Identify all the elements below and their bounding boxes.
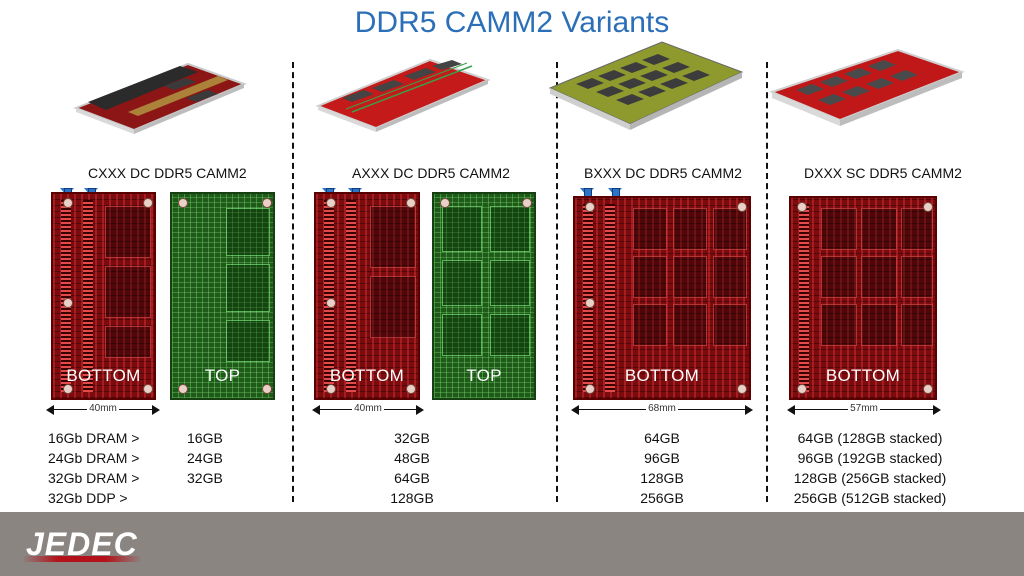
dimension-text: 68mm [646, 403, 678, 414]
top-side-label: TOP [204, 366, 241, 385]
variant-label-cxxx: CXXX DC DDR5 CAMM2 [88, 165, 247, 181]
axxx-capacity-list: 32GB 48GB 64GB 128GB [372, 428, 452, 508]
bxxx-capacity-list: 64GB 96GB 128GB 256GB [622, 428, 702, 508]
divider-2 [556, 62, 558, 502]
capacity-value: 64GB [394, 470, 430, 486]
dimension-cxxx: 40mm [46, 403, 160, 415]
capacity-value: 256GB (512GB stacked) [793, 490, 947, 506]
divider-3 [766, 62, 768, 502]
capacity-value: 96GB (192GB stacked) [797, 450, 943, 466]
top-side-label: TOP [466, 366, 502, 385]
variant-label-bxxx: BXXX DC DDR5 CAMM2 [584, 165, 742, 181]
capacity-value: 32GB [394, 430, 430, 446]
pcb-axxx-top: TOP [432, 192, 536, 400]
bottom-side-label: BOTTOM [66, 366, 141, 385]
capacity-value: 64GB (128GB stacked) [797, 430, 943, 446]
bottom-side-label: BOTTOM [329, 366, 405, 385]
dimension-text: 40mm [87, 403, 119, 414]
capacity-value: 128GB [640, 470, 684, 486]
cxxx-capacity-list: 16GB 24GB 32GB [187, 428, 223, 488]
pcb-dxxx-bottom: BOTTOM [789, 196, 937, 400]
capacity-value: 32GB [187, 470, 223, 486]
hero-module-axxx [315, 58, 491, 132]
bottom-side-label: BOTTOM [825, 366, 901, 385]
dram-type: 24Gb DRAM > [48, 450, 140, 466]
capacity-value: 128GB (256GB stacked) [793, 470, 947, 486]
dram-type: 16Gb DRAM > [48, 430, 140, 446]
bottom-side-label: BOTTOM [624, 366, 700, 385]
hero-module-cxxx [73, 62, 247, 134]
capacity-value: 128GB [390, 490, 434, 506]
dxxx-capacity-list: 64GB (128GB stacked) 96GB (192GB stacked… [780, 428, 960, 508]
dimension-bxxx: 68mm [571, 403, 753, 415]
pcb-axxx-bottom: BOTTOM [314, 192, 420, 400]
dimension-dxxx: 57mm [787, 403, 941, 415]
cxxx-dram-list: 16Gb DRAM > 24Gb DRAM > 32Gb DRAM > 32Gb… [48, 428, 139, 508]
hero-module-bxxx [548, 41, 744, 130]
pin1-arrow-icon [608, 188, 622, 197]
variant-label-axxx: AXXX DC DDR5 CAMM2 [352, 165, 510, 181]
dimension-text: 57mm [848, 403, 880, 414]
dram-type: 32Gb DRAM > [48, 470, 140, 486]
jedec-logo: JEDEC [26, 526, 138, 562]
divider-1 [292, 62, 294, 502]
capacity-value: 16GB [187, 430, 223, 446]
variant-label-dxxx: DXXX SC DDR5 CAMM2 [804, 165, 962, 181]
pcb-bxxx-bottom: BOTTOM [573, 196, 751, 400]
pcb-cxxx-bottom: BOTTOM [51, 192, 156, 400]
dimension-text: 40mm [352, 403, 384, 414]
capacity-value: 64GB [644, 430, 680, 446]
dimension-axxx: 40mm [312, 403, 424, 415]
logo-swoosh-icon [22, 556, 142, 562]
capacity-value: 256GB [640, 490, 684, 506]
capacity-value: 24GB [187, 450, 223, 466]
footer-bar: JEDEC [0, 512, 1024, 576]
capacity-value: 96GB [644, 450, 680, 466]
slide-title: DDR5 CAMM2 Variants [354, 6, 670, 39]
hero-module-dxxx [769, 48, 965, 126]
capacity-value: 48GB [394, 450, 430, 466]
dram-type: 32Gb DDP > [48, 490, 128, 506]
pin1-arrow-icon [580, 188, 594, 197]
pcb-cxxx-top: TOP [170, 192, 275, 400]
